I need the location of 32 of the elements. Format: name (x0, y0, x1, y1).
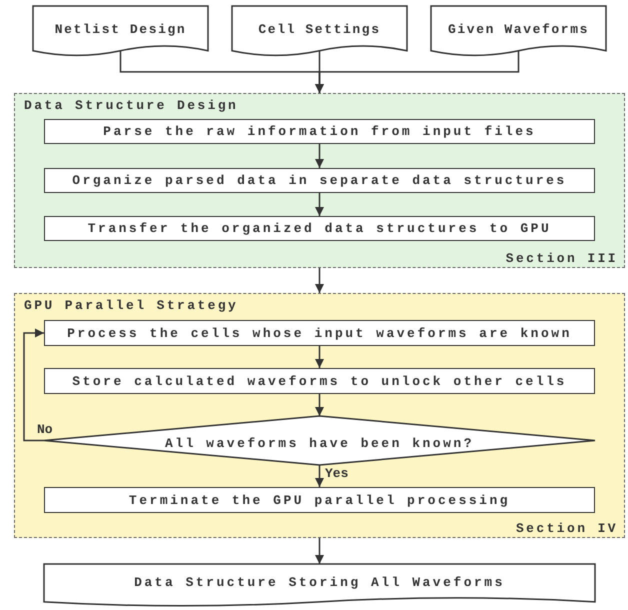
section-reference: Section IV (516, 521, 618, 536)
decision-text: All waveforms have been known? (164, 436, 474, 451)
process-box (44, 368, 595, 394)
document-text: Data Structure Storing All Waveforms (134, 575, 505, 590)
process-text: Transfer the organized data structures to GPU (88, 221, 552, 236)
arrow (315, 144, 324, 168)
document-text: Cell Settings (258, 22, 381, 37)
arrow (315, 465, 324, 487)
arrow (315, 394, 324, 416)
process-box (44, 320, 595, 346)
section-title: Data Structure Design (24, 98, 238, 113)
section-panel (14, 93, 625, 268)
arrow (315, 538, 324, 564)
process-box (44, 119, 595, 144)
process-box (44, 168, 595, 193)
process-box (44, 487, 595, 513)
arrow (23, 328, 44, 442)
section-panel (14, 293, 625, 538)
arrow (315, 193, 324, 216)
document-text: Netlist Design (54, 22, 186, 37)
process-text: Organize parsed data in separate data structures (72, 173, 567, 188)
process-text: Parse the raw information from input files (103, 124, 536, 139)
document-text: Given Waveforms (448, 22, 590, 37)
process-box (44, 216, 595, 241)
section-reference: Section III (506, 251, 618, 266)
arrow (315, 50, 520, 93)
arrow (315, 268, 324, 293)
process-text: Terminate the GPU parallel processing (128, 492, 510, 508)
process-text: Process the cells whose input waveforms are known (67, 326, 572, 340)
section-title: GPU Parallel Strategy (24, 298, 238, 313)
process-text: Store calculated waveforms to unlock other cells (72, 374, 567, 388)
arrow (315, 346, 324, 368)
